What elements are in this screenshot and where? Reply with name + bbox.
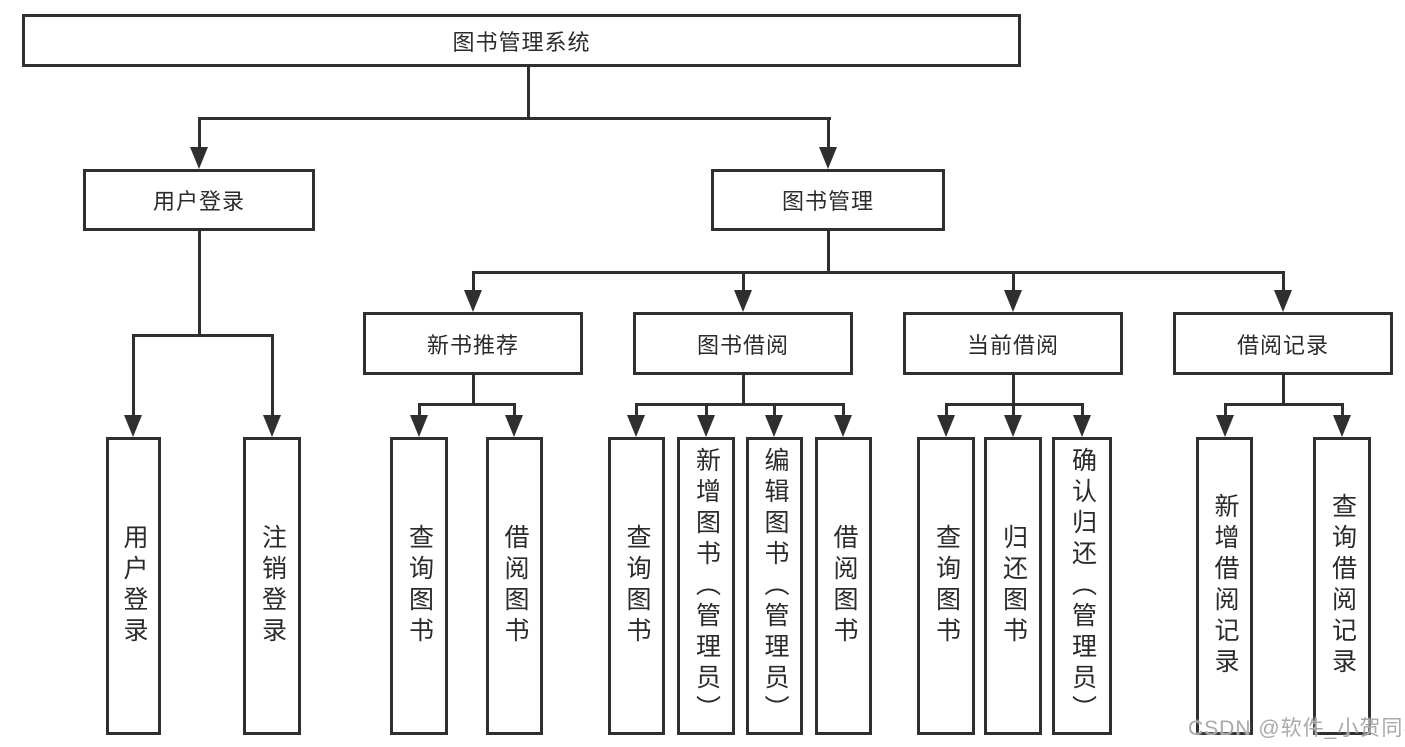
connector-arrow [1274,290,1292,312]
connector-line [513,403,516,416]
connector-line [945,403,948,416]
connector-line [527,67,530,118]
leaf-query-books-recommend: 查询图书 [390,437,448,735]
node-current-borrowing: 当前借阅 [903,312,1123,375]
connector-arrow [834,415,852,437]
node-label: 当前借阅 [966,332,1059,358]
connector-line [472,271,1285,274]
leaf-query-books-borrowing: 查询图书 [608,437,665,735]
leaf-label: 编辑图书（管理员） [761,446,789,726]
connector-arrow [627,415,645,437]
connector-arrow [765,415,783,437]
leaf-label: 新增借阅记录 [1211,493,1239,679]
node-label: 图书管理系统 [452,29,591,55]
connector-arrow [124,415,142,437]
leaf-borrow-books: 借阅图书 [815,437,872,735]
leaf-label: 查询图书 [405,524,434,648]
node-library-management-system: 图书管理系统 [22,14,1021,67]
connector-arrow [1004,290,1022,312]
connector-line [1224,403,1227,416]
node-book-borrowing: 图书借阅 [633,312,853,375]
leaf-label: 归还图书 [999,524,1028,648]
node-label: 用户登录 [152,189,245,214]
connector-arrow [1073,415,1091,437]
connector-line [742,271,745,292]
leaf-label: 用户登录 [120,524,148,648]
connector-line [1012,375,1015,406]
connector-line [705,403,708,416]
connector-arrow [1216,415,1234,437]
leaf-user-login: 用户登录 [106,437,161,735]
leaf-confirm-return-admin: 确认归还（管理员） [1052,437,1112,735]
connector-line [1341,403,1344,416]
leaf-label: 注销登录 [258,524,287,648]
leaf-label: 查询图书 [623,524,651,648]
leaf-query-borrow-record: 查询借阅记录 [1313,437,1371,735]
leaf-add-borrow-record: 新增借阅记录 [1196,437,1253,735]
connector-line [1282,375,1285,406]
connector-arrow [410,415,428,437]
connector-line [1012,403,1015,416]
node-book-management: 图书管理 [711,169,945,231]
node-user-login: 用户登录 [83,169,315,231]
leaf-query-books-current: 查询图书 [917,437,975,735]
connector-line [1081,403,1084,416]
connector-line [773,403,776,416]
connector-arrow [1333,415,1351,437]
node-label: 借阅记录 [1236,332,1329,358]
connector-line [418,403,516,406]
connector-line [1224,403,1344,406]
connector-line [472,271,475,292]
csdn-watermark: CSDN @软件_小贺同学 [1188,717,1405,740]
connector-line [1012,271,1015,292]
leaf-label: 借阅图书 [830,524,858,648]
connector-line [132,334,274,337]
leaf-logout: 注销登录 [243,437,301,735]
connector-line [132,334,135,417]
connector-line [198,117,201,149]
connector-line [827,117,830,149]
connector-line [198,117,831,120]
leaf-label: 确认归还（管理员） [1068,446,1097,726]
node-label: 图书借阅 [696,332,789,358]
connector-line [472,375,475,406]
leaf-label: 查询图书 [932,524,961,648]
connector-line [742,375,745,406]
connector-line [635,403,638,416]
connector-line [1282,271,1285,292]
leaf-label: 查询借阅记录 [1328,493,1357,679]
node-label: 图书管理 [781,189,874,214]
node-borrowing-records: 借阅记录 [1173,312,1393,375]
leaf-borrow-books-recommend: 借阅图书 [486,437,543,735]
connector-arrow [734,290,752,312]
connector-arrow [937,415,955,437]
connector-line [198,231,201,336]
leaf-add-books-admin: 新增图书（管理员） [677,437,735,735]
leaf-return-books: 归还图书 [984,437,1042,735]
connector-line [271,334,274,417]
node-label: 新书推荐 [426,332,519,358]
leaf-label: 新增图书（管理员） [692,446,721,726]
connector-line [418,403,421,416]
leaf-label: 借阅图书 [501,524,529,648]
connector-line [635,403,845,406]
connector-arrow [464,290,482,312]
connector-arrow [505,415,523,437]
leaf-edit-books-admin: 编辑图书（管理员） [746,437,803,735]
connector-arrow [1004,415,1022,437]
connector-arrow [697,415,715,437]
connector-arrow [819,147,837,169]
connector-line [827,231,830,274]
node-new-book-recommendation: 新书推荐 [363,312,583,375]
connector-arrow [263,415,281,437]
connector-line [842,403,845,416]
connector-arrow [190,147,208,169]
